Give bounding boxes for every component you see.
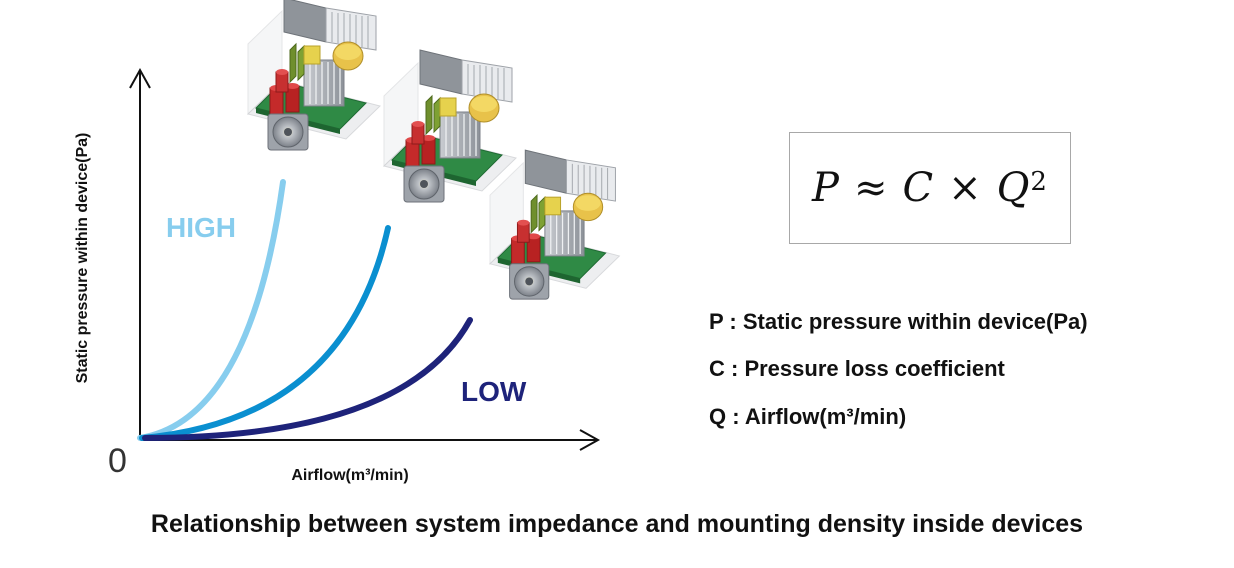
x-axis-label: Airflow(m³/min): [291, 467, 408, 484]
formula-exponent: 2: [1030, 167, 1048, 197]
legend-q: Q : Airflow(m³/min): [709, 404, 907, 429]
device-high-density: [247, 0, 381, 151]
axes: [129, 67, 601, 451]
y-axis-label: Static pressure within device(Pa): [74, 133, 91, 384]
curve-low: [142, 317, 473, 441]
curve-high: [137, 179, 286, 441]
diagram-caption: Relationship between system impedance an…: [150, 510, 1084, 538]
y-axis-arrow-icon: [129, 67, 151, 89]
device-low-density: [489, 149, 620, 300]
x-axis-arrow-icon: [579, 429, 601, 451]
formula-times: ×: [948, 165, 983, 211]
legend-p: P : Static pressure within device(Pa): [709, 309, 1088, 334]
formula-approx: ≈: [853, 165, 889, 211]
formula-q: Q: [996, 165, 1031, 211]
formula-c: C: [902, 165, 935, 211]
curve-label-low: LOW: [461, 376, 527, 407]
legend-c: C : Pressure loss coefficient: [709, 356, 1005, 381]
curve-medium: [139, 225, 391, 441]
origin-label: 0: [108, 442, 127, 480]
formula-p: P: [812, 165, 840, 211]
device-medium-density: [383, 49, 517, 203]
curve-label-high: HIGH: [166, 212, 236, 243]
